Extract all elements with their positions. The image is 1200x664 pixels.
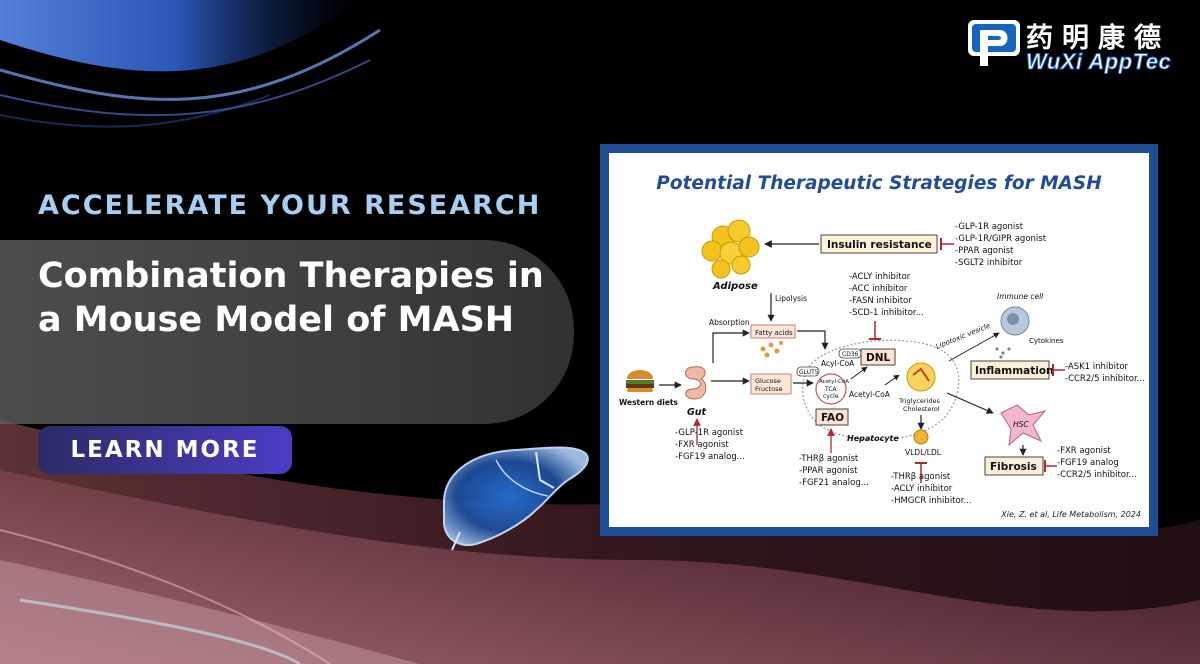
cytokines-label: Cytokines [1029, 337, 1064, 345]
logo-chinese-text: 药明康德 [1026, 23, 1170, 54]
diagram-text: -SCD-1 inhibitor... [849, 308, 924, 318]
hsc-icon [1000, 404, 1047, 447]
diagram-text: -THRβ agonist [799, 454, 859, 464]
fatty-acid-dots [760, 341, 783, 358]
lipid-droplet-icon [906, 362, 936, 392]
liver-icon [443, 446, 589, 551]
burger-icon [626, 370, 654, 392]
headline-panel [0, 240, 574, 424]
figure-card: Potential Therapeutic Strategies for MAS… [600, 144, 1158, 536]
diagram-text: -FGF19 analog [1057, 458, 1119, 468]
diagram-text: -SGLT2 inhibitor [955, 258, 1023, 268]
vldl-ldl-label: VLDL/LDL [905, 448, 942, 457]
gut-drug-list: -GLP-1R agonist -FXR agonist -FGF19 anal… [675, 428, 745, 462]
cd36-label: CD36 [842, 351, 859, 358]
acyl-coa-label: Acyl-CoA [821, 359, 855, 368]
diagram-text: -ACC inhibitor [849, 284, 908, 294]
fao-box [815, 408, 849, 426]
cholesterol-label: Cholesterol [903, 405, 940, 413]
immune-cell-label: Immune cell [997, 292, 1044, 301]
triglycerides-label: Triglycerides [898, 397, 940, 405]
lipotoxic-vesicle-label: Lipotoxic vesicle [935, 322, 992, 351]
insulin-resistance-box [820, 234, 938, 254]
tca-label: TCA [824, 386, 838, 393]
lipolysis-label: Lipolysis [775, 294, 807, 303]
vldl-drug-list: -THRβ agonist -ACLY inhibitor -HMGCR inh… [891, 472, 972, 506]
wuxi-logo-icon [968, 20, 1020, 66]
diagram-text: -THRβ agonist [891, 472, 951, 482]
dnl-drug-list: -ACLY inhibitor -ACC inhibitor -FASN inh… [849, 272, 924, 318]
fao-label: FAO [821, 412, 844, 424]
hsc-label: HSC [1013, 420, 1029, 429]
diagram-text: -HMGCR inhibitor... [891, 496, 972, 506]
insulin-drug-list: -GLP-1R agonist -GLP-1R/GIPR agonist -PP… [955, 222, 1047, 268]
glut5-label: GLUT5 [799, 369, 819, 376]
cytokine-dots [995, 347, 1011, 359]
fatty-acids-box [750, 324, 796, 339]
glucose-fructose-box [750, 373, 792, 395]
diagram-text: -GLP-1R agonist [955, 222, 1024, 232]
diagram-text: -CCR2/5 inhibitor... [1057, 470, 1137, 480]
western-diets-label: Western diets [619, 398, 678, 407]
diagram-text: -PPAR agonist [799, 466, 858, 476]
fatty-acids-label: Fatty acids [755, 329, 793, 337]
diagram-text: -FASN inhibitor [849, 296, 912, 306]
page-title: Combination Therapies in a Mouse Model o… [38, 256, 544, 340]
diagram-text: -FXR agonist [675, 440, 729, 450]
diagram-text: -CCR2/5 inhibitor... [1065, 374, 1145, 384]
figure-caption: Xie, Z. et al, Life Metabolism, 2024 [1001, 510, 1141, 519]
hepatocyte-icon [802, 339, 960, 441]
fibrosis-box [984, 456, 1044, 476]
fao-drug-list: -THRβ agonist -PPAR agonist -FGF21 analo… [799, 454, 869, 488]
acetyl-coa-tca-label: Acetyl-CoA [819, 379, 849, 385]
gut-icon [685, 366, 707, 400]
diagram-text: -FGF21 analog... [799, 478, 869, 488]
diagram-text: -GLP-1R/GIPR agonist [955, 234, 1047, 244]
diagram-text: -ACLY inhibitor [891, 484, 953, 494]
gut-label: Gut [687, 407, 707, 418]
diagram-text: -FGF19 analog... [675, 452, 745, 462]
diagram-text: -ACLY inhibitor [849, 272, 911, 282]
diagram-text: -PPAR agonist [955, 246, 1014, 256]
figure-title: Potential Therapeutic Strategies for MAS… [656, 173, 1102, 194]
dnl-label: DNL [866, 352, 891, 364]
mash-pathway-diagram: Adipose Insulin resistance -GLP-1R agoni… [619, 219, 1145, 506]
inflammation-drug-list: -ASK1 inhibitor -CCR2/5 inhibitor... [1065, 362, 1145, 384]
hepatocyte-label: Hepatocyte [847, 434, 899, 443]
fructose-label: Fructose [755, 385, 783, 393]
diagram-text: -GLP-1R agonist [675, 428, 744, 438]
inflammation-label: Inflammation [975, 365, 1054, 377]
absorption-label: Absorption [709, 318, 750, 327]
inflammation-box [970, 360, 1050, 380]
wuxi-apptec-logo[interactable]: 药明康德 WuXi AppTec [966, 16, 1180, 75]
insulin-resistance-label: Insulin resistance [827, 239, 932, 251]
cycle-label: cycle [823, 393, 839, 400]
fibrosis-drug-list: -FXR agonist -FGF19 analog -CCR2/5 inhib… [1057, 446, 1137, 480]
figure-inner: Potential Therapeutic Strategies for MAS… [609, 153, 1149, 527]
learn-more-button[interactable]: LEARN MORE [38, 426, 292, 474]
adipose-icon [701, 219, 760, 279]
eyebrow-text: ACCELERATE YOUR RESEARCH [38, 190, 542, 221]
dnl-box [860, 348, 896, 366]
adipose-label: Adipose [712, 281, 758, 292]
fibrosis-label: Fibrosis [990, 461, 1037, 473]
acetyl-coa-label: Acetyl-CoA [849, 390, 891, 399]
logo-english-text: WuXi AppTec [1025, 49, 1172, 75]
diagram-text: -FXR agonist [1057, 446, 1111, 456]
diagram-text: -ASK1 inhibitor [1065, 362, 1129, 372]
glucose-label: Glucose [755, 377, 781, 385]
